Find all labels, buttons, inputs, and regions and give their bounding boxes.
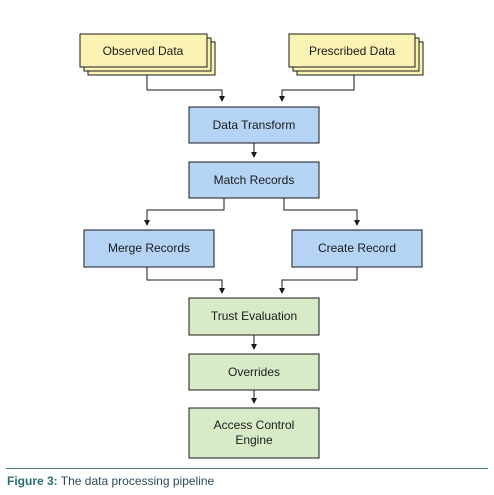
node-access-control-label-line1: Access Control (214, 418, 295, 432)
node-merge-records: Merge Records (83, 229, 215, 268)
node-observed-data: Observed Data (79, 33, 216, 76)
node-prescribed-data: Prescribed Data (288, 33, 424, 76)
connector-match-to-create (283, 198, 360, 226)
connector-observed-to-transform (146, 75, 225, 102)
node-trust-evaluation-label: Trust Evaluation (211, 309, 297, 323)
node-trust-evaluation: Trust Evaluation (188, 297, 320, 336)
node-overrides: Overrides (188, 353, 320, 391)
node-observed-data-label: Observed Data (103, 44, 184, 58)
figure-caption-label: Figure 3: (7, 474, 58, 488)
node-prescribed-data-label: Prescribed Data (309, 44, 395, 58)
pipeline-diagram: Observed Data Prescribed Data Data Trans… (79, 33, 424, 459)
connector-prescribed-to-transform (279, 75, 355, 102)
caption-divider (6, 468, 488, 469)
node-overrides-label: Overrides (228, 365, 280, 379)
node-access-control-label-line2: Engine (235, 433, 273, 447)
node-data-transform: Data Transform (188, 106, 320, 144)
node-merge-records-label: Merge Records (108, 241, 190, 255)
node-create-record: Create Record (291, 229, 423, 268)
connector-merge-to-trust (146, 267, 225, 294)
node-access-control-engine: Access Control Engine (188, 407, 320, 459)
figure-caption-text: The data processing pipeline (57, 474, 215, 488)
connector-create-to-trust (279, 267, 358, 294)
node-create-record-label: Create Record (318, 241, 396, 255)
node-data-transform-label: Data Transform (213, 118, 296, 132)
connector-match-to-merge (144, 198, 225, 226)
node-match-records: Match Records (188, 161, 320, 199)
figure-caption: Figure 3: The data processing pipeline (7, 474, 214, 488)
node-match-records-label: Match Records (214, 173, 295, 187)
